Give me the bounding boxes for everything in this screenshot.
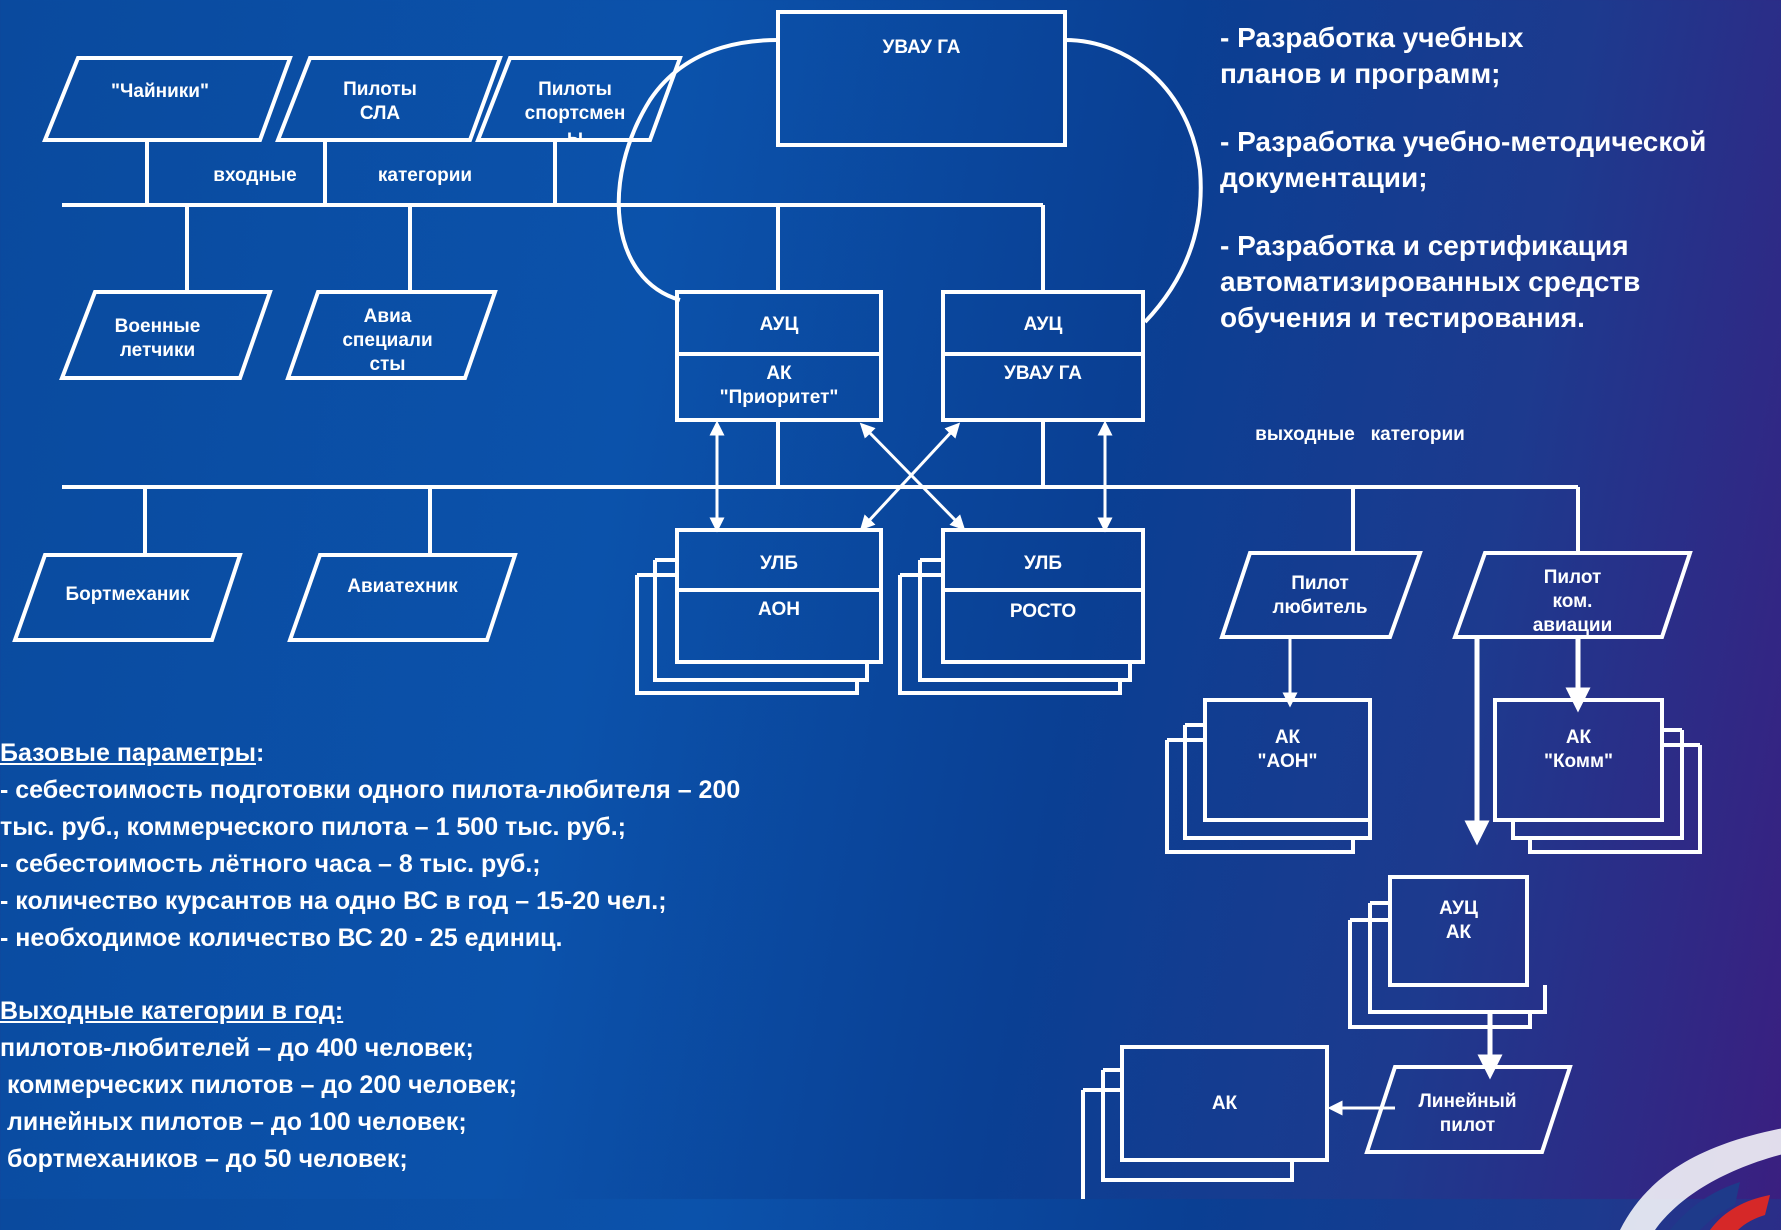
output-per-year-line: линейных пилотов – до 100 человек;: [0, 1108, 467, 1136]
output-caption: выходные категории: [1255, 424, 1465, 445]
output-label-pilot-amateur: Пилот любитель: [1272, 573, 1368, 618]
input-chainiki-box: [42, 56, 293, 142]
input-label-pilots-sla: Пилоты СЛА: [343, 79, 417, 124]
output-pilot-comm-box: [1452, 551, 1693, 639]
base-params-block: Базовые параметры: - себестоимость подго…: [0, 735, 740, 1178]
input-pilots-sla-box: [275, 56, 503, 142]
output-bortmech-box: [12, 553, 243, 642]
input-label-pilots-sport: Пилоты спортсмен ы: [524, 79, 626, 138]
base-params-heading: Базовые параметры:: [0, 735, 740, 772]
ulb-aon-bottom: АОН: [758, 599, 800, 620]
output-per-year-title: Выходные категории в год:: [0, 997, 344, 1025]
task-item: - Разработка и сертификация автоматизиро…: [1220, 230, 1641, 333]
auc-uvau-top: АУЦ: [1023, 314, 1063, 335]
auc-priority-bottom: АК "Приоритет": [719, 363, 839, 408]
task-item: - Разработка учебно-методической докумен…: [1220, 126, 1707, 193]
uvau-label: УВАУ ГА: [882, 37, 961, 58]
output-label-aviatech: Авиатехник: [347, 576, 458, 597]
corner-logo: [1620, 1128, 1781, 1230]
structure-diagram: [12, 10, 1693, 1162]
input-aviaspec-box: [285, 290, 498, 380]
output-label-bortmech: Бортмеханик: [65, 584, 190, 605]
input-label-aviaspec: Авиа специали сты: [342, 306, 433, 375]
ak-aon-label: АК "АОН": [1257, 727, 1318, 772]
base-param-line: - себестоимость лётного часа – 8 тыс. ру…: [0, 850, 541, 878]
base-param-line: - себестоимость подготовки одного пилота…: [0, 776, 741, 804]
output-pilot-amateur-box: [1219, 551, 1423, 639]
base-params-colon: :: [255, 739, 265, 767]
auc-ak-box: [1388, 875, 1529, 987]
output-aviatech-box: [287, 553, 518, 642]
auc-ak-label: АУЦ АК: [1439, 898, 1478, 943]
ak-bottom-box: [1120, 1045, 1329, 1162]
base-params-title: Базовые параметры: [0, 739, 256, 767]
base-param-line: - необходимое количество ВС 20 - 25 един…: [0, 924, 563, 952]
input-military-pilots-box: [59, 290, 273, 380]
input-caption-1: входные: [213, 165, 297, 186]
auc-priority-top: АУЦ: [759, 314, 799, 335]
output-per-year-line: коммерческих пилотов – до 200 человек;: [0, 1071, 518, 1099]
input-label-chainiki: "Чайники": [111, 81, 209, 102]
output-per-year-line: бортмехаников – до 50 человек;: [0, 1145, 408, 1173]
output-label-pilot-comm: Пилот ком. авиации: [1532, 567, 1613, 636]
input-caption-2: категории: [377, 165, 473, 186]
ulb-rosto-bottom: РОСТО: [1009, 601, 1077, 622]
auc-uvau-bottom: УВАУ ГА: [1004, 363, 1082, 384]
input-pilots-sport-box: [475, 56, 683, 142]
right-task-list: - Разработка учебных планов и программ; …: [1220, 20, 1780, 368]
ulb-rosto-top: УЛБ: [1023, 553, 1063, 574]
output-per-year-line: пилотов-любителей – до 400 человек;: [0, 1034, 474, 1062]
base-param-line: тыс. руб., коммерческого пилота – 1 500 …: [0, 813, 626, 841]
line-pilot-box: [1364, 1065, 1573, 1154]
ulb-aon-top: УЛБ: [759, 553, 799, 574]
ak-komm-label: АК "Комм": [1543, 727, 1614, 772]
task-item: - Разработка учебных планов и программ;: [1220, 22, 1524, 89]
uvau-box: [776, 10, 1067, 147]
line-pilot-label: Линейный пилот: [1418, 1091, 1517, 1136]
ulb-rosto-box: [941, 528, 1145, 664]
ak-komm-box: [1493, 698, 1664, 822]
base-param-line: - количество курсантов на одно ВС в год …: [0, 887, 667, 915]
input-label-military: Военные летчики: [114, 316, 201, 361]
ak-aon-box: [1203, 698, 1372, 822]
ak-bottom-label: АК: [1211, 1093, 1238, 1114]
ulb-aon-box: [675, 528, 883, 664]
